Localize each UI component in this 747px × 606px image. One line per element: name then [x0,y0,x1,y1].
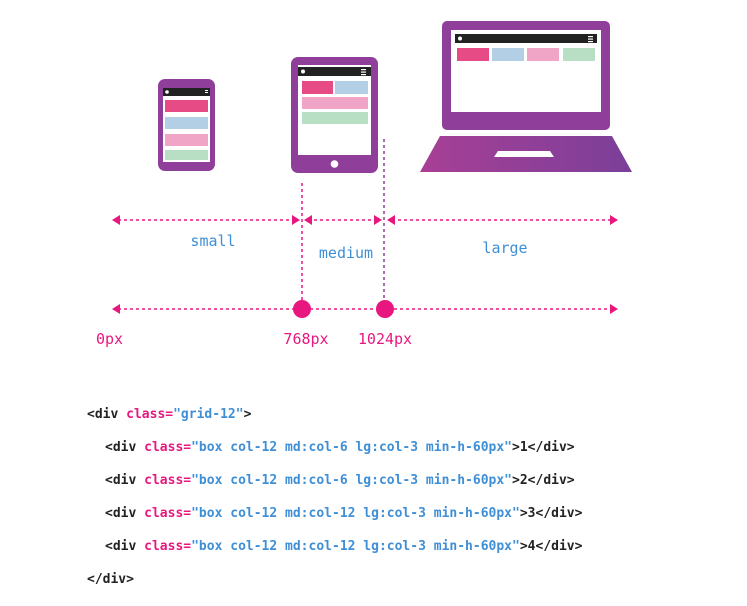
zone-label-medium: medium [319,244,373,262]
code-attr: class= [144,440,192,455]
mark-label-1024px: 1024px [358,330,412,348]
arrow-left-icon [112,304,120,314]
code-sample: <div class="grid-12"> <div class="box co… [87,398,582,596]
zone-label-large: large [482,239,527,257]
laptop-icon [420,21,632,172]
arrow-right-icon [610,304,618,314]
zone-label-small: small [190,232,235,250]
arrow-right-icon [292,215,300,225]
arrow-right-icon [374,215,382,225]
code-value: "box col-12 md:col-6 lg:col-3 min-h-60px… [191,440,513,455]
code-line-row-4: <div class="box col-12 md:col-12 lg:col-… [87,530,582,563]
breakpoint-guides [301,139,385,300]
code-attr: class= [126,407,174,422]
arrow-left-icon [112,215,120,225]
zone-ruler [112,215,618,225]
code-value: "box col-12 md:col-12 lg:col-3 min-h-60p… [191,539,520,554]
arrow-left-icon [304,215,312,225]
code-line-close: </div> [87,563,582,596]
code-value: "box col-12 md:col-6 lg:col-3 min-h-60px… [191,473,513,488]
mark-label-0px: 0px [96,330,123,348]
code-value: "grid-12" [173,407,244,422]
code-tag: <div [105,440,145,455]
code-tag: <div [87,407,127,422]
code-attr: class= [144,506,192,521]
arrow-left-icon [387,215,395,225]
code-attr: class= [144,539,192,554]
code-content: >1</div> [512,440,575,455]
code-content: >3</div> [519,506,583,521]
breakpoint-dot-1024 [376,300,394,318]
breakpoint-dot-768 [293,300,311,318]
code-content: >4</div> [519,539,583,554]
code-line-row-2: <div class="box col-12 md:col-6 lg:col-3… [87,464,582,497]
tablet-icon [291,57,378,173]
code-attr: class= [144,473,192,488]
mark-label-768px: 768px [283,330,328,348]
pixel-ruler [112,300,618,318]
code-tag: </div> [87,572,134,587]
code-content: >2</div> [512,473,575,488]
phone-icon [158,79,215,171]
code-line-open: <div class="grid-12"> [87,398,582,431]
code-tag: <div [105,473,145,488]
code-line-row-3: <div class="box col-12 md:col-12 lg:col-… [87,497,582,530]
code-line-row-1: <div class="box col-12 md:col-6 lg:col-3… [87,431,582,464]
code-tag: <div [105,539,145,554]
arrow-right-icon [610,215,618,225]
code-tag: <div [105,506,145,521]
code-value: "box col-12 md:col-12 lg:col-3 min-h-60p… [191,506,520,521]
code-tag: > [243,407,252,422]
